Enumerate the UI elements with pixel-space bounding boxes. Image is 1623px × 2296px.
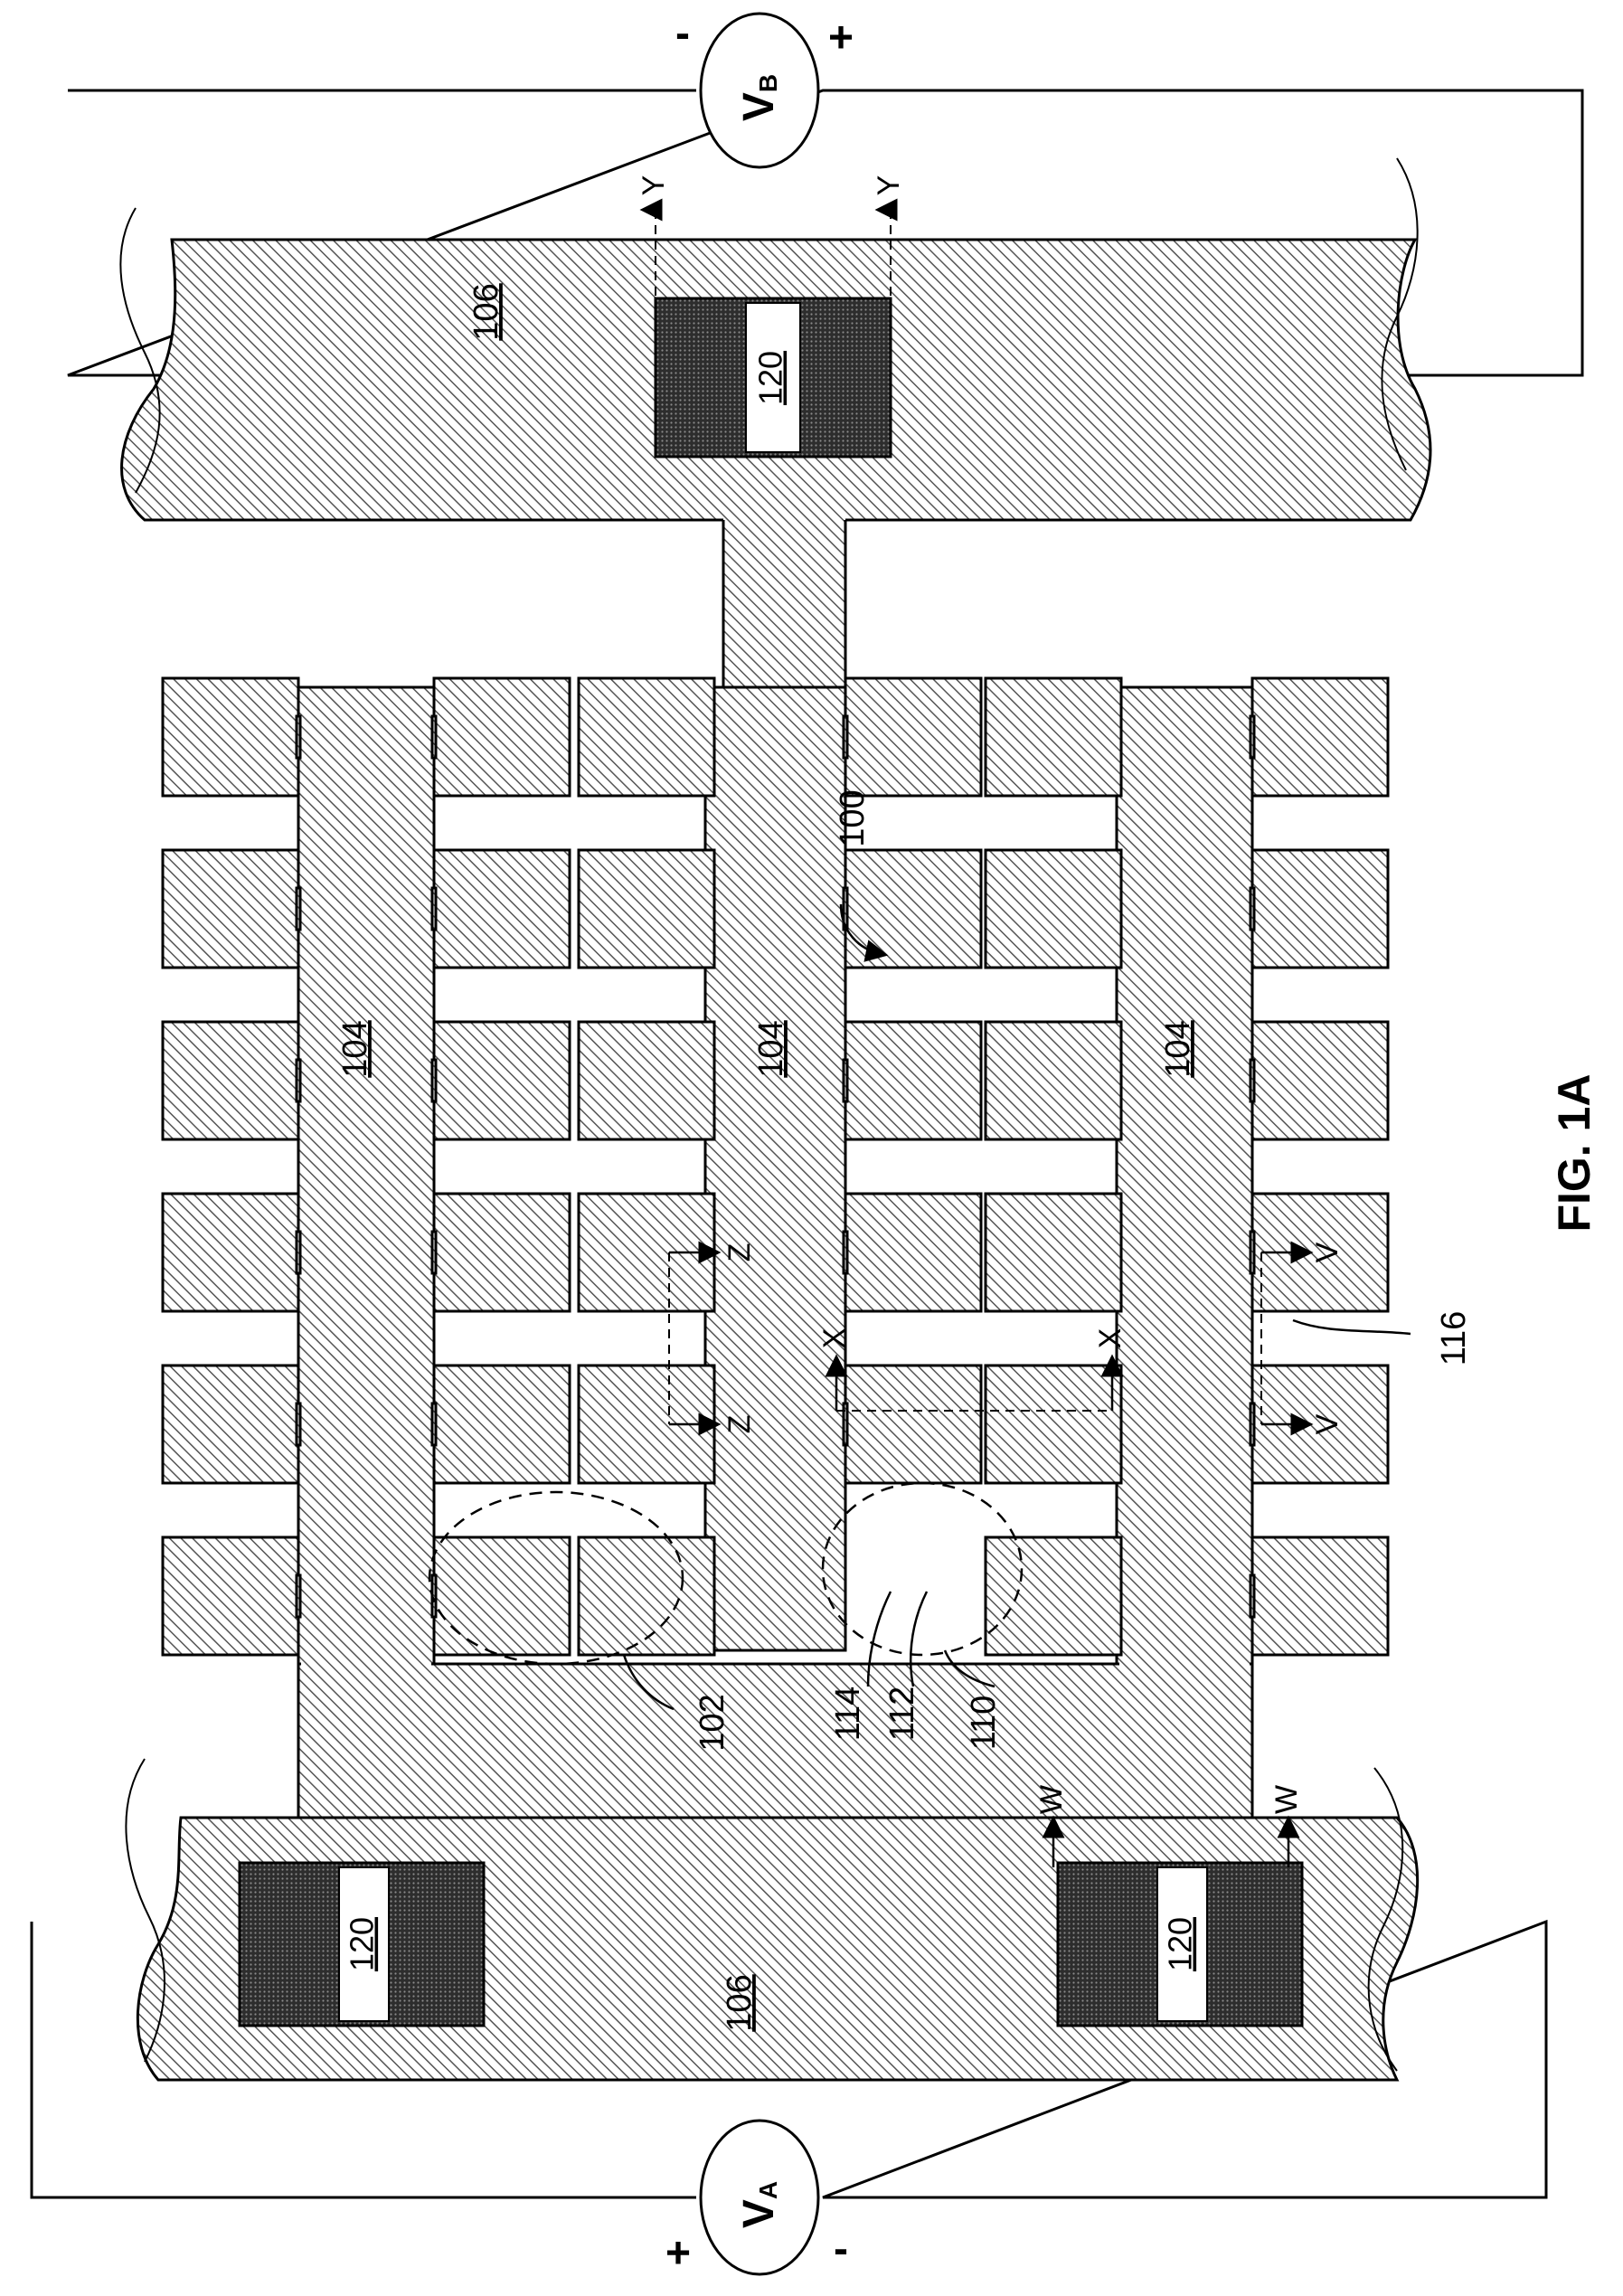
electrode-island <box>163 678 298 796</box>
electrode-island <box>579 678 714 796</box>
figure-caption: FIG. 1A <box>1549 1073 1599 1232</box>
electrode-island <box>163 1537 298 1655</box>
electrode-island <box>434 1365 570 1483</box>
electrode-island <box>845 1194 981 1311</box>
contact-pad-bottom-right: 120 <box>1058 1863 1302 2026</box>
callout-102: 102 <box>694 1694 731 1751</box>
vb-minus: - <box>675 10 690 58</box>
island-link <box>844 1060 847 1101</box>
electrode-island <box>434 1022 570 1139</box>
lower-bus <box>298 1664 1252 1818</box>
electrode-island <box>986 1022 1121 1139</box>
electrode-island <box>163 1365 298 1483</box>
island-link <box>297 1575 300 1617</box>
island-link <box>844 1232 847 1273</box>
contact-pad-bottom-left: 120 <box>240 1863 484 2026</box>
electrode-island <box>845 1022 981 1139</box>
island-link <box>432 1060 436 1101</box>
island-link <box>297 1232 300 1273</box>
electrode-island <box>986 850 1121 968</box>
contact-label-bottom-right: 120 <box>1162 1917 1199 1971</box>
va-minus: - <box>834 2225 848 2273</box>
island-link <box>1250 1575 1254 1617</box>
electrode-island <box>163 1022 298 1139</box>
electrode-island <box>579 1022 714 1139</box>
electrode-island <box>845 678 981 796</box>
leader-116 <box>1293 1320 1411 1334</box>
figure-reference-100: 100 <box>834 789 872 846</box>
island-link <box>844 1403 847 1445</box>
contact-pad-top: 120 <box>656 298 891 457</box>
island-link <box>297 1060 300 1101</box>
electrode-island <box>986 1537 1121 1655</box>
voltage-source-vb: VB - + <box>675 10 854 167</box>
vb-plus: + <box>828 14 854 62</box>
marker-v-top: V <box>1310 1242 1345 1262</box>
electrode-island <box>1252 1537 1388 1655</box>
marker-z-bottom: Z <box>722 1415 757 1434</box>
island-link <box>1250 888 1254 930</box>
marker-v-bottom: V <box>1310 1413 1345 1434</box>
marker-y-right: Y <box>872 175 906 196</box>
electrode-island <box>434 678 570 796</box>
island-link <box>432 888 436 930</box>
rail-label-bottom: 106 <box>721 1974 759 2031</box>
electrode-island <box>163 850 298 968</box>
island-link <box>1250 716 1254 758</box>
island-link <box>297 716 300 758</box>
callout-114: 114 <box>829 1687 867 1742</box>
callout-110: 110 <box>965 1696 1003 1751</box>
island-link <box>844 716 847 758</box>
electrode-island <box>986 1365 1121 1483</box>
contact-label-bottom-left: 120 <box>344 1917 381 1971</box>
marker-z-top: Z <box>722 1243 757 1262</box>
island-link <box>297 888 300 930</box>
electrode-island <box>434 1194 570 1311</box>
marker-w-right: W <box>1269 1785 1304 1814</box>
electrode-island <box>1252 1022 1388 1139</box>
voltage-source-va: VA + - <box>665 2121 848 2278</box>
marker-x-left: X <box>817 1328 852 1349</box>
electrode-island <box>986 678 1121 796</box>
electrode-island <box>986 1194 1121 1311</box>
callout-112: 112 <box>883 1687 921 1742</box>
island-link <box>1250 1232 1254 1273</box>
island-link <box>1250 1403 1254 1445</box>
marker-y-left: Y <box>637 175 671 196</box>
electrode-island <box>845 1365 981 1483</box>
marker-x-right: X <box>1093 1328 1128 1349</box>
island-link <box>432 1232 436 1273</box>
marker-w-left: W <box>1034 1785 1069 1814</box>
callout-116: 116 <box>1435 1311 1473 1366</box>
finger-label-middle: 104 <box>752 1020 790 1077</box>
island-link <box>432 1403 436 1445</box>
island-link <box>297 1403 300 1445</box>
middle-finger-104 <box>705 687 845 1650</box>
electrode-island <box>434 1537 570 1655</box>
island-link <box>1250 1060 1254 1101</box>
electrode-island <box>1252 850 1388 968</box>
island-link <box>432 716 436 758</box>
electrode-island <box>163 1194 298 1311</box>
rail-label-top: 106 <box>467 283 505 340</box>
electrode-island <box>579 850 714 968</box>
finger-label-left: 104 <box>336 1020 374 1077</box>
contact-label-top: 120 <box>752 351 789 405</box>
electrode-island <box>845 850 981 968</box>
electrode-island <box>1252 678 1388 796</box>
electrode-island <box>434 850 570 968</box>
finger-label-right: 104 <box>1159 1020 1197 1077</box>
va-plus: + <box>665 2230 691 2278</box>
